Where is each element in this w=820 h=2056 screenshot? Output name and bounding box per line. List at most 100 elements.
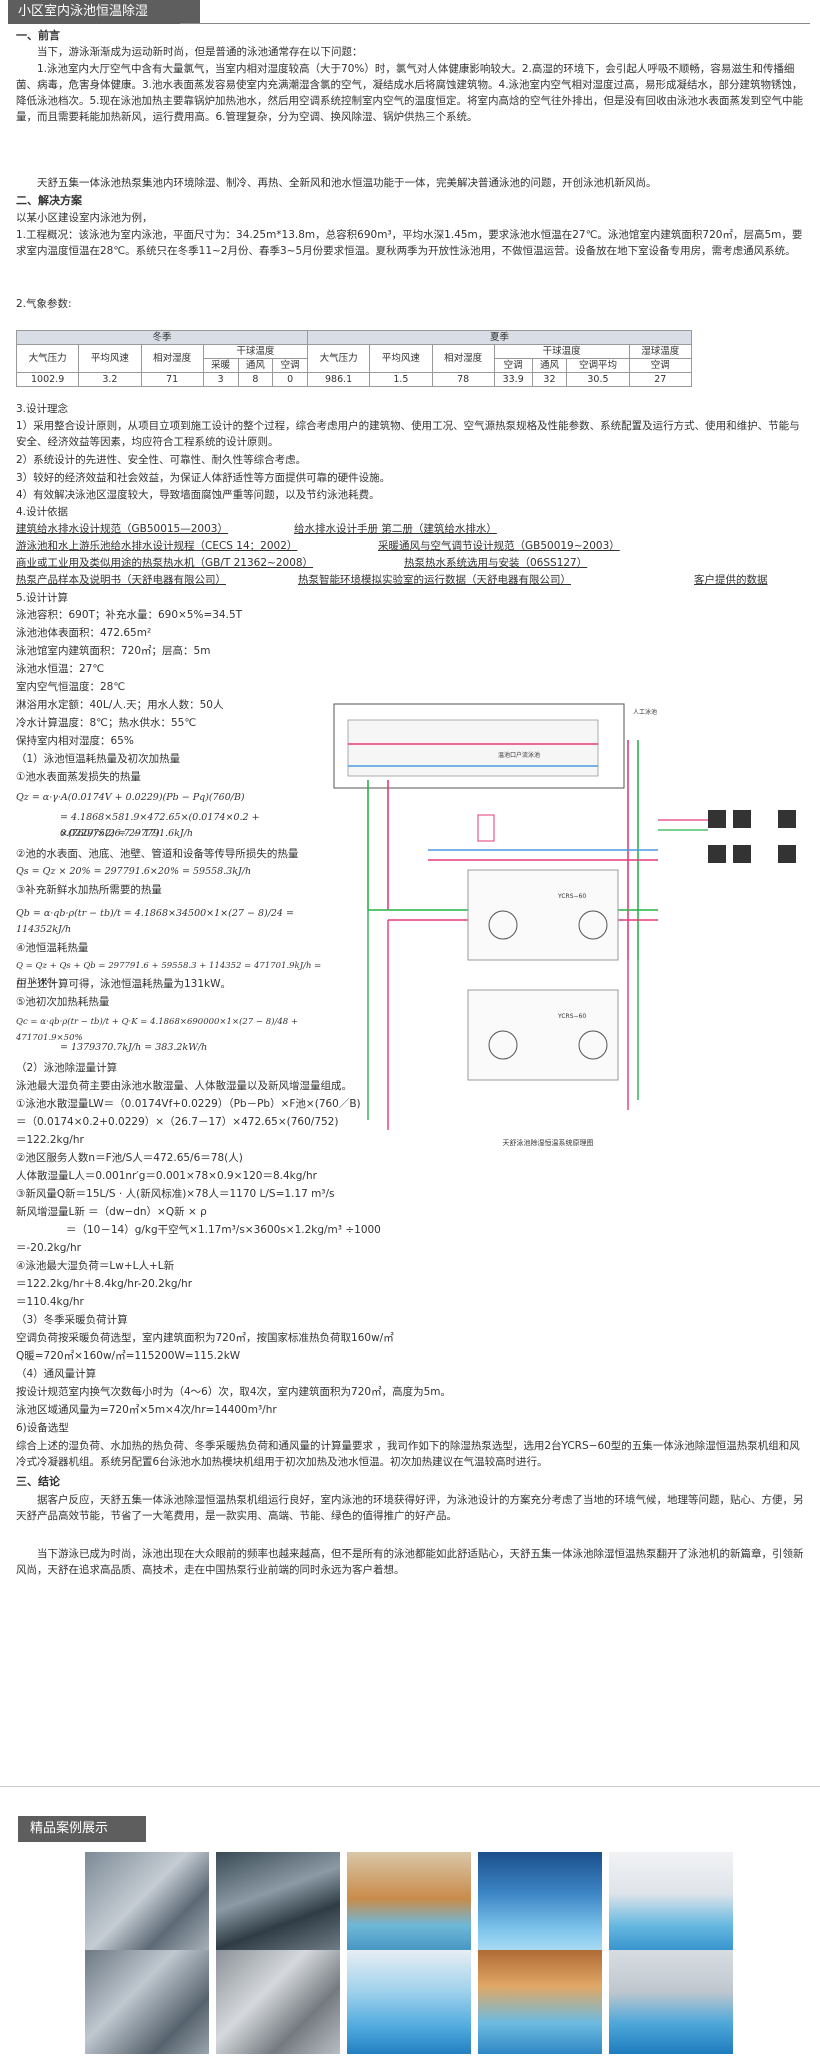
calc-line: 室内空气恒温度：28℃ (16, 681, 126, 693)
fan-icon (578, 910, 608, 940)
calc-line: 人体散湿量L人＝0.001nr′g＝0.001×78×0.9×120＝8.4kg… (16, 1170, 317, 1182)
calc-line: 6)设备选型 (16, 1422, 69, 1434)
table-cell: 71 (140, 372, 204, 387)
calc-line: （4）通风量计算 (16, 1368, 97, 1380)
formula: Qs = Qz × 20% = 297791.6×20% = 59558.3kJ… (16, 866, 252, 877)
design-concept-heading: 3.设计理念 (16, 403, 69, 415)
case-photo-outdoor-units[interactable] (216, 1950, 340, 2054)
formula: Qb = α·qb·ρ(tr − tb)/t = 4.1868×34500×1×… (16, 908, 294, 935)
calc-line: （2）泳池除湿量计算 (16, 1062, 118, 1074)
calc-line: 由上述计算可得，泳池恒温耗热量为131kW。 (16, 978, 232, 990)
weather-table: 冬季 夏季 大气压力 平均风速 相对湿度 干球温度 大气压力 平均风速 相对湿度… (15, 330, 693, 387)
case-photo-hall-pool[interactable] (609, 1950, 733, 2054)
calc-line: ＝-20.2kg/hr (16, 1242, 81, 1254)
title-divider (180, 23, 810, 24)
calc-line: ①泳池水散湿量LW＝（0.0174Vf+0.0229）（Pb－Pb）×F池×(7… (16, 1098, 361, 1110)
fan-icon (578, 1030, 608, 1060)
calc-line: 泳池池体表面积：472.65m² (16, 627, 152, 639)
calc-line: ＝110.4kg/hr (16, 1296, 84, 1308)
cases-title: 精品案例展示 (18, 1816, 146, 1842)
formula: = 1379370.7kJ/h = 383.2kW/h (60, 1042, 208, 1053)
calc-line: ①池水表面蒸发损失的热量 (16, 771, 141, 783)
calc-line: （3）冬季采暖负荷计算 (16, 1314, 128, 1326)
col-header: 平均风速 (78, 344, 142, 373)
calc-line: 淋浴用水定额：40L/人.天；用水人数：50人 (16, 699, 224, 711)
calc-line: ＝122.2kg/hr (16, 1134, 84, 1146)
col-header: 相对湿度 (140, 344, 204, 373)
calc-line: 泳池容积：690T；补充水量：690×5%=34.5T (16, 609, 243, 621)
table-cell: 1.5 (369, 372, 433, 387)
col-header: 大气压力 (306, 344, 371, 373)
table-cell: 986.1 (306, 372, 371, 387)
equipment-selection: 综合上述的湿负荷、水加热的热负荷、冬季采暖热负荷和通风量的计算量要求 ，我司作如… (16, 1440, 800, 1468)
basis-item: 建筑给水排水设计规范（GB50015—2003） (16, 523, 228, 535)
table-cell: 0 (272, 372, 308, 387)
basis-item: 热泵热水系统选用与安装（06SS127） (404, 557, 588, 569)
intro-paragraph: 当下，游泳渐渐成为运动新时尚，但是普通的泳池通常存在以下问题： (37, 46, 363, 58)
top-right-label: 人工泳池 (633, 708, 657, 716)
basis-item: 游泳池和水上游乐池给水排水设计规程（CECS 14：2002） (16, 540, 298, 552)
basis-item: 热泵产品样本及说明书（天舒电器有限公司） (16, 574, 226, 586)
calc-line: 冷水计算温度：8℃；热水供水：55℃ (16, 717, 197, 729)
table-cell: 78 (431, 372, 495, 387)
diagram-caption: 天舒泳池除湿恒温系统原理图 (503, 1138, 594, 1147)
case-photo-rooftop-units[interactable] (85, 1852, 209, 1956)
section-heading-solution: 二、解决方案 (16, 194, 82, 207)
calc-line: ③补充新鲜水加热所需要的热量 (16, 884, 162, 896)
calc-line: 泳池区域通风量为=720㎡×5m×4次/hr=14400m³/hr (16, 1404, 277, 1416)
section-heading-conclusion: 三、结论 (16, 1475, 60, 1488)
solution-example: 以某小区建设室内泳池为例， (16, 212, 153, 224)
calc-line: ④泳池最大湿负荷＝Lw+L人+L新 (16, 1260, 175, 1272)
calc-line: 新风增湿量L新 ＝（dw−dn）×Q新 × ρ (16, 1206, 207, 1218)
project-overview: 1.工程概况：该泳池为室内泳池，平面尺寸为：34.25m*13.8m，总容积69… (16, 229, 803, 257)
outdoor-module (733, 810, 751, 828)
outdoor-module (778, 845, 796, 863)
calc-line: 按设计规范室内换气次数每小时为（4～6）次，取4次，室内建筑面积为720㎡，高度… (16, 1386, 451, 1398)
design-basis-heading: 4.设计依据 (16, 506, 69, 518)
outdoor-module (708, 810, 726, 828)
basis-item: 给水排水设计手册 第二册（建筑给水排水） (294, 523, 497, 535)
fan-icon (488, 1030, 518, 1060)
system-schematic-diagram: 温池口户流泳池 人工泳池 YCRS−60 YCRS−60 天舒泳池除湿恒温系统原… (333, 703, 796, 1147)
calc-heading: 5.设计计算 (16, 592, 69, 604)
basis-item: 商业或工业用及类似用途的热泵热水机（GB/T 21362~2008） (16, 557, 314, 569)
case-photo-lane-pool[interactable] (347, 1950, 471, 2054)
col-header: 通风 (531, 358, 568, 373)
basis-item: 客户提供的数据 (694, 574, 768, 586)
case-photo-warm-pool[interactable] (478, 1950, 602, 2054)
calc-line: ②池的水表面、池底、池壁、管道和设备等传导所损失的热量 (16, 848, 299, 860)
intro-solution: 天舒五集一体泳池热泵集池内环境除湿、制冷、再热、全新风和池水恒温功能于一体，完美… (37, 177, 657, 189)
formula: Qz = α·γ·A(0.0174V + 0.0229)(Pb − Pq)(76… (16, 792, 245, 803)
calc-line: 空调负荷按采暖负荷选型，室内建筑面积为720㎡，按国家标准热负荷取160w/㎡ (16, 1332, 394, 1344)
heat-exchanger (477, 814, 495, 842)
case-photo-unit-array[interactable] (85, 1950, 209, 2054)
design-concept-2: 2）系统设计的先进性、安全性、可靠性、耐久性等综合考虑。 (16, 454, 307, 466)
col-header: 采暖 (202, 358, 239, 373)
design-concept-3: 3）较好的经济效益和社会效益，为保证人体舒适性等方面提供可靠的硬件设施。 (16, 472, 391, 484)
calc-line: Q暖=720㎡×160w/㎡=115200W=115.2kW (16, 1350, 241, 1362)
table-cell: 3.2 (78, 372, 142, 387)
unit-b-label: YCRS−60 (557, 1013, 586, 1020)
section-divider (0, 1786, 820, 1787)
col-header: 相对湿度 (431, 344, 495, 373)
intro-problems: 1.泳池室内大厅空气中含有大量氯气，当室内相对湿度较高（大于70%）时，氯气对人… (16, 63, 804, 123)
conclusion-paragraph-1: 据客户反应，天舒五集一体泳池除湿恒温热泵机组运行良好，室内泳池的环境获得好评，为… (16, 1494, 804, 1522)
calc-line: ＝122.2kg/hr＋8.4kg/hr-20.2kg/hr (16, 1278, 193, 1290)
col-header: 通风 (237, 358, 274, 373)
table-cell: 8 (237, 372, 274, 387)
col-header: 空调 (272, 358, 308, 373)
calc-line: 泳池馆室内建筑面积：720㎡；层高：5m (16, 645, 211, 657)
outdoor-module (708, 845, 726, 863)
table-cell: 30.5 (566, 372, 630, 387)
case-photo-machine-room[interactable] (216, 1852, 340, 1956)
case-photo-blue-pool[interactable] (478, 1852, 602, 1956)
case-photo-indoor-pool[interactable] (347, 1852, 471, 1956)
pool-area (347, 719, 599, 777)
col-header: 平均风速 (369, 344, 433, 373)
case-photo-bright-pool[interactable] (609, 1852, 733, 1956)
col-header: 空调平均 (566, 358, 630, 373)
conclusion-paragraph-2: 当下游泳已成为时尚，泳池出现在大众眼前的频率也越来越高，但不是所有的泳池都能如此… (16, 1548, 804, 1576)
calc-line: ＝（0.0174×0.2+0.0229）×（26.7－17）×472.65×(7… (16, 1116, 339, 1128)
page-title: 小区室内泳池恒温除湿 (8, 0, 200, 24)
design-concept-4: 4）有效解决泳池区湿度较大，导致墙面腐蚀严重等问题，以及节约泳池耗费。 (16, 489, 380, 501)
